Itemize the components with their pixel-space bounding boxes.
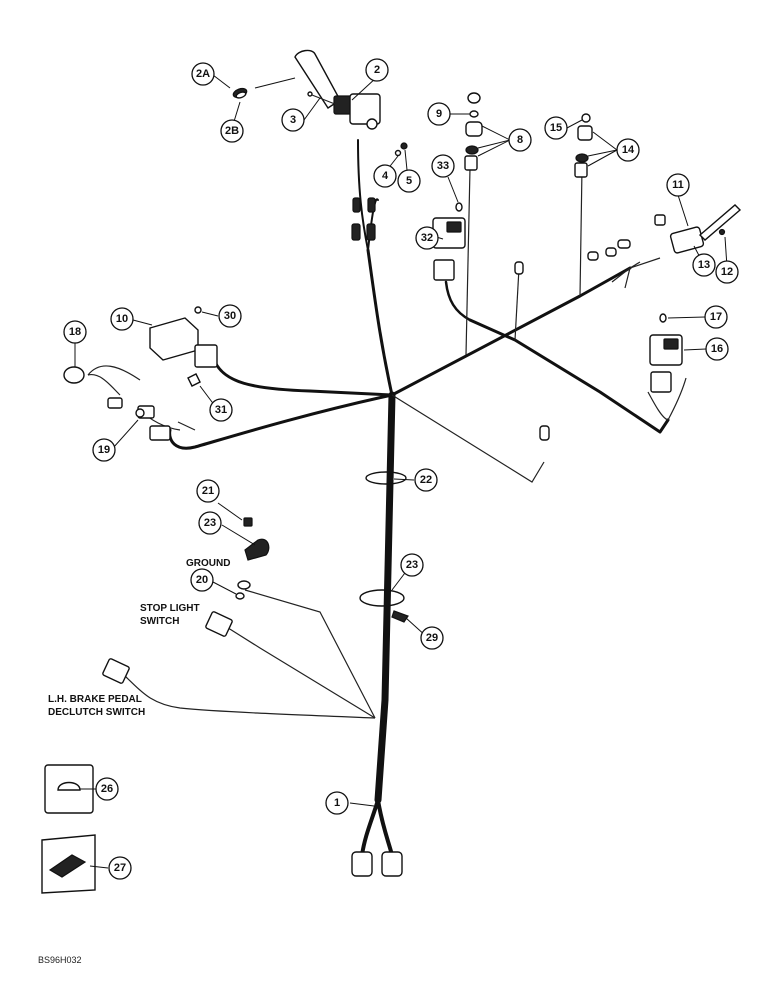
callout-30: 30 [218, 304, 242, 328]
stop-light-switch-connector [205, 611, 233, 637]
callout-11: 11 [666, 173, 690, 197]
svg-text:19: 19 [98, 444, 110, 456]
label-stop-light-line2: SWITCH [140, 616, 179, 627]
callout-27: 27 [108, 856, 132, 880]
callout-21: 21 [196, 479, 220, 503]
figure-id: BS96H032 [38, 955, 82, 965]
harness-connectors-upper [351, 197, 376, 241]
misc-terminals [514, 239, 631, 441]
callout-20: 20 [190, 568, 214, 592]
callout-16: 16 [705, 337, 729, 361]
svg-text:23: 23 [406, 559, 418, 571]
svg-text:30: 30 [224, 310, 236, 322]
brake-switch-connector [102, 658, 130, 684]
label-ground: GROUND [186, 558, 230, 569]
spring-rings [232, 77, 296, 99]
turn-signal-switch [294, 49, 381, 130]
callout-18: 18 [63, 320, 87, 344]
callout-10: 10 [110, 307, 134, 331]
flasher-module-10 [149, 306, 218, 387]
svg-text:4: 4 [382, 170, 389, 182]
callout-1: 1 [325, 791, 349, 815]
svg-text:2A: 2A [196, 68, 210, 80]
screw-and-nut [394, 142, 408, 157]
label-brake-line2: DECLUTCH SWITCH [48, 707, 145, 718]
callout-2: 2 [365, 58, 389, 82]
callout-23-upper: 23 [198, 511, 222, 535]
callout-3: 3 [281, 108, 305, 132]
cover-27 [41, 834, 96, 894]
ground-clamp-parts [235, 517, 270, 600]
cable-clamps [359, 471, 409, 623]
svg-text:12: 12 [721, 266, 733, 278]
svg-text:1: 1 [334, 797, 340, 809]
svg-text:17: 17 [710, 311, 722, 323]
svg-text:32: 32 [421, 232, 433, 244]
leader-lines [74, 74, 728, 869]
svg-text:9: 9 [436, 108, 442, 120]
svg-text:10: 10 [116, 313, 128, 325]
callout-19: 19 [92, 438, 116, 462]
svg-text:26: 26 [101, 783, 113, 795]
svg-text:22: 22 [420, 474, 432, 486]
svg-text:8: 8 [517, 134, 523, 146]
callout-2a: 2A [191, 62, 215, 86]
callout-32: 32 [415, 226, 439, 250]
svg-text:16: 16 [711, 343, 723, 355]
callout-22: 22 [414, 468, 438, 492]
svg-text:27: 27 [114, 862, 126, 874]
callout-8: 8 [508, 128, 532, 152]
light-switch-11 [654, 204, 742, 254]
callout-23-lower: 23 [400, 553, 424, 577]
callout-13: 13 [692, 253, 716, 277]
svg-text:15: 15 [550, 122, 562, 134]
svg-text:18: 18 [69, 326, 81, 338]
callout-17: 17 [704, 305, 728, 329]
svg-text:11: 11 [672, 179, 684, 191]
callout-4: 4 [373, 164, 397, 188]
callout-9: 9 [427, 102, 451, 126]
harness-wires [87, 139, 687, 857]
svg-text:29: 29 [426, 632, 438, 644]
svg-text:31: 31 [215, 404, 227, 416]
callout-26: 26 [95, 777, 119, 801]
svg-text:13: 13 [698, 259, 710, 271]
svg-text:23: 23 [204, 517, 216, 529]
buzzer-18 [63, 366, 171, 441]
svg-text:2: 2 [374, 64, 380, 76]
plug-26 [44, 764, 94, 814]
svg-text:33: 33 [437, 160, 449, 172]
svg-text:5: 5 [406, 175, 412, 187]
callout-14: 14 [616, 138, 640, 162]
rocker-switch-16 [649, 313, 683, 393]
callout-15: 15 [544, 116, 568, 140]
indicator-lamp-14 [574, 113, 593, 178]
svg-text:2B: 2B [225, 125, 239, 137]
label-brake-line1: L.H. BRAKE PEDAL [48, 694, 142, 705]
callout-33: 33 [431, 154, 455, 178]
end-connectors [351, 851, 403, 877]
svg-text:3: 3 [290, 114, 296, 126]
svg-text:20: 20 [196, 574, 208, 586]
callout-12: 12 [715, 260, 739, 284]
svg-text:14: 14 [622, 144, 635, 156]
indicator-lamp-8 [464, 92, 483, 171]
callout-29: 29 [420, 626, 444, 650]
callout-31: 31 [209, 398, 233, 422]
callout-2b: 2B [220, 119, 244, 143]
callout-5: 5 [397, 169, 421, 193]
svg-text:21: 21 [202, 485, 214, 497]
label-stop-light-line1: STOP LIGHT [140, 603, 200, 614]
